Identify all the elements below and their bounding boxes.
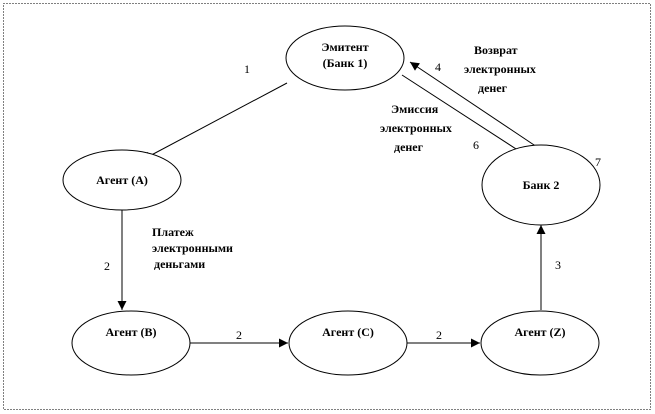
- edge-label-emission: Эмиссия электронных денег: [380, 102, 452, 154]
- edge-number-6: 6: [473, 138, 479, 152]
- node-agent-b-label: Агент (В): [105, 325, 156, 339]
- edge-number-agent-c-z: 2: [436, 328, 442, 342]
- payment-label-line2: электронными: [152, 241, 233, 255]
- node-bank2: Банк 2: [481, 144, 601, 226]
- node-agent-c: Агент (С): [288, 310, 408, 376]
- emission-label-line2: электронных: [380, 121, 452, 135]
- arrow-bank2-to-emitent: [409, 61, 547, 154]
- edge-number-1: 1: [244, 62, 250, 76]
- emission-label-line1: Эмиссия: [391, 102, 439, 116]
- node-bank2-label: Банк 2: [523, 178, 560, 192]
- node-agent-b: Агент (В): [71, 310, 191, 376]
- edge-label-return: Возврат электронных денег: [464, 43, 536, 95]
- edge-number-4: 4: [435, 60, 441, 74]
- arrow-emitent-to-bank2: [401, 74, 531, 159]
- node-emitent: Эмитент (Банк 1): [285, 25, 405, 91]
- return-label-line3: денег: [478, 81, 508, 95]
- node-agent-z-label: Агент (Z): [514, 325, 565, 339]
- node-agent-c-label: Агент (С): [322, 325, 374, 339]
- node-emitent-line2: (Банк 1): [323, 56, 368, 70]
- return-label-line1: Возврат: [474, 43, 518, 57]
- edge-number-3: 3: [555, 258, 561, 272]
- edge-number-agent-b-c: 2: [236, 328, 242, 342]
- payment-label-line3: деньгами: [154, 257, 205, 271]
- emission-label-line3: денег: [394, 140, 424, 154]
- node-agent-a: Агент (А): [62, 149, 182, 211]
- node-emitent-line1: Эмитент: [321, 40, 368, 54]
- node-agent-a-label: Агент (А): [96, 173, 148, 187]
- return-label-line2: электронных: [464, 62, 536, 76]
- edge-label-payment: Платеж электронными деньгами: [152, 225, 233, 271]
- payment-label-line1: Платеж: [152, 225, 194, 239]
- node-agent-z: Агент (Z): [480, 310, 600, 376]
- extra-number-7: 7: [595, 155, 601, 169]
- edge-number-agent-a-b: 2: [104, 259, 110, 273]
- arrow-emitent-to-agent-a: [141, 82, 288, 161]
- diagram-frame: [3, 3, 651, 410]
